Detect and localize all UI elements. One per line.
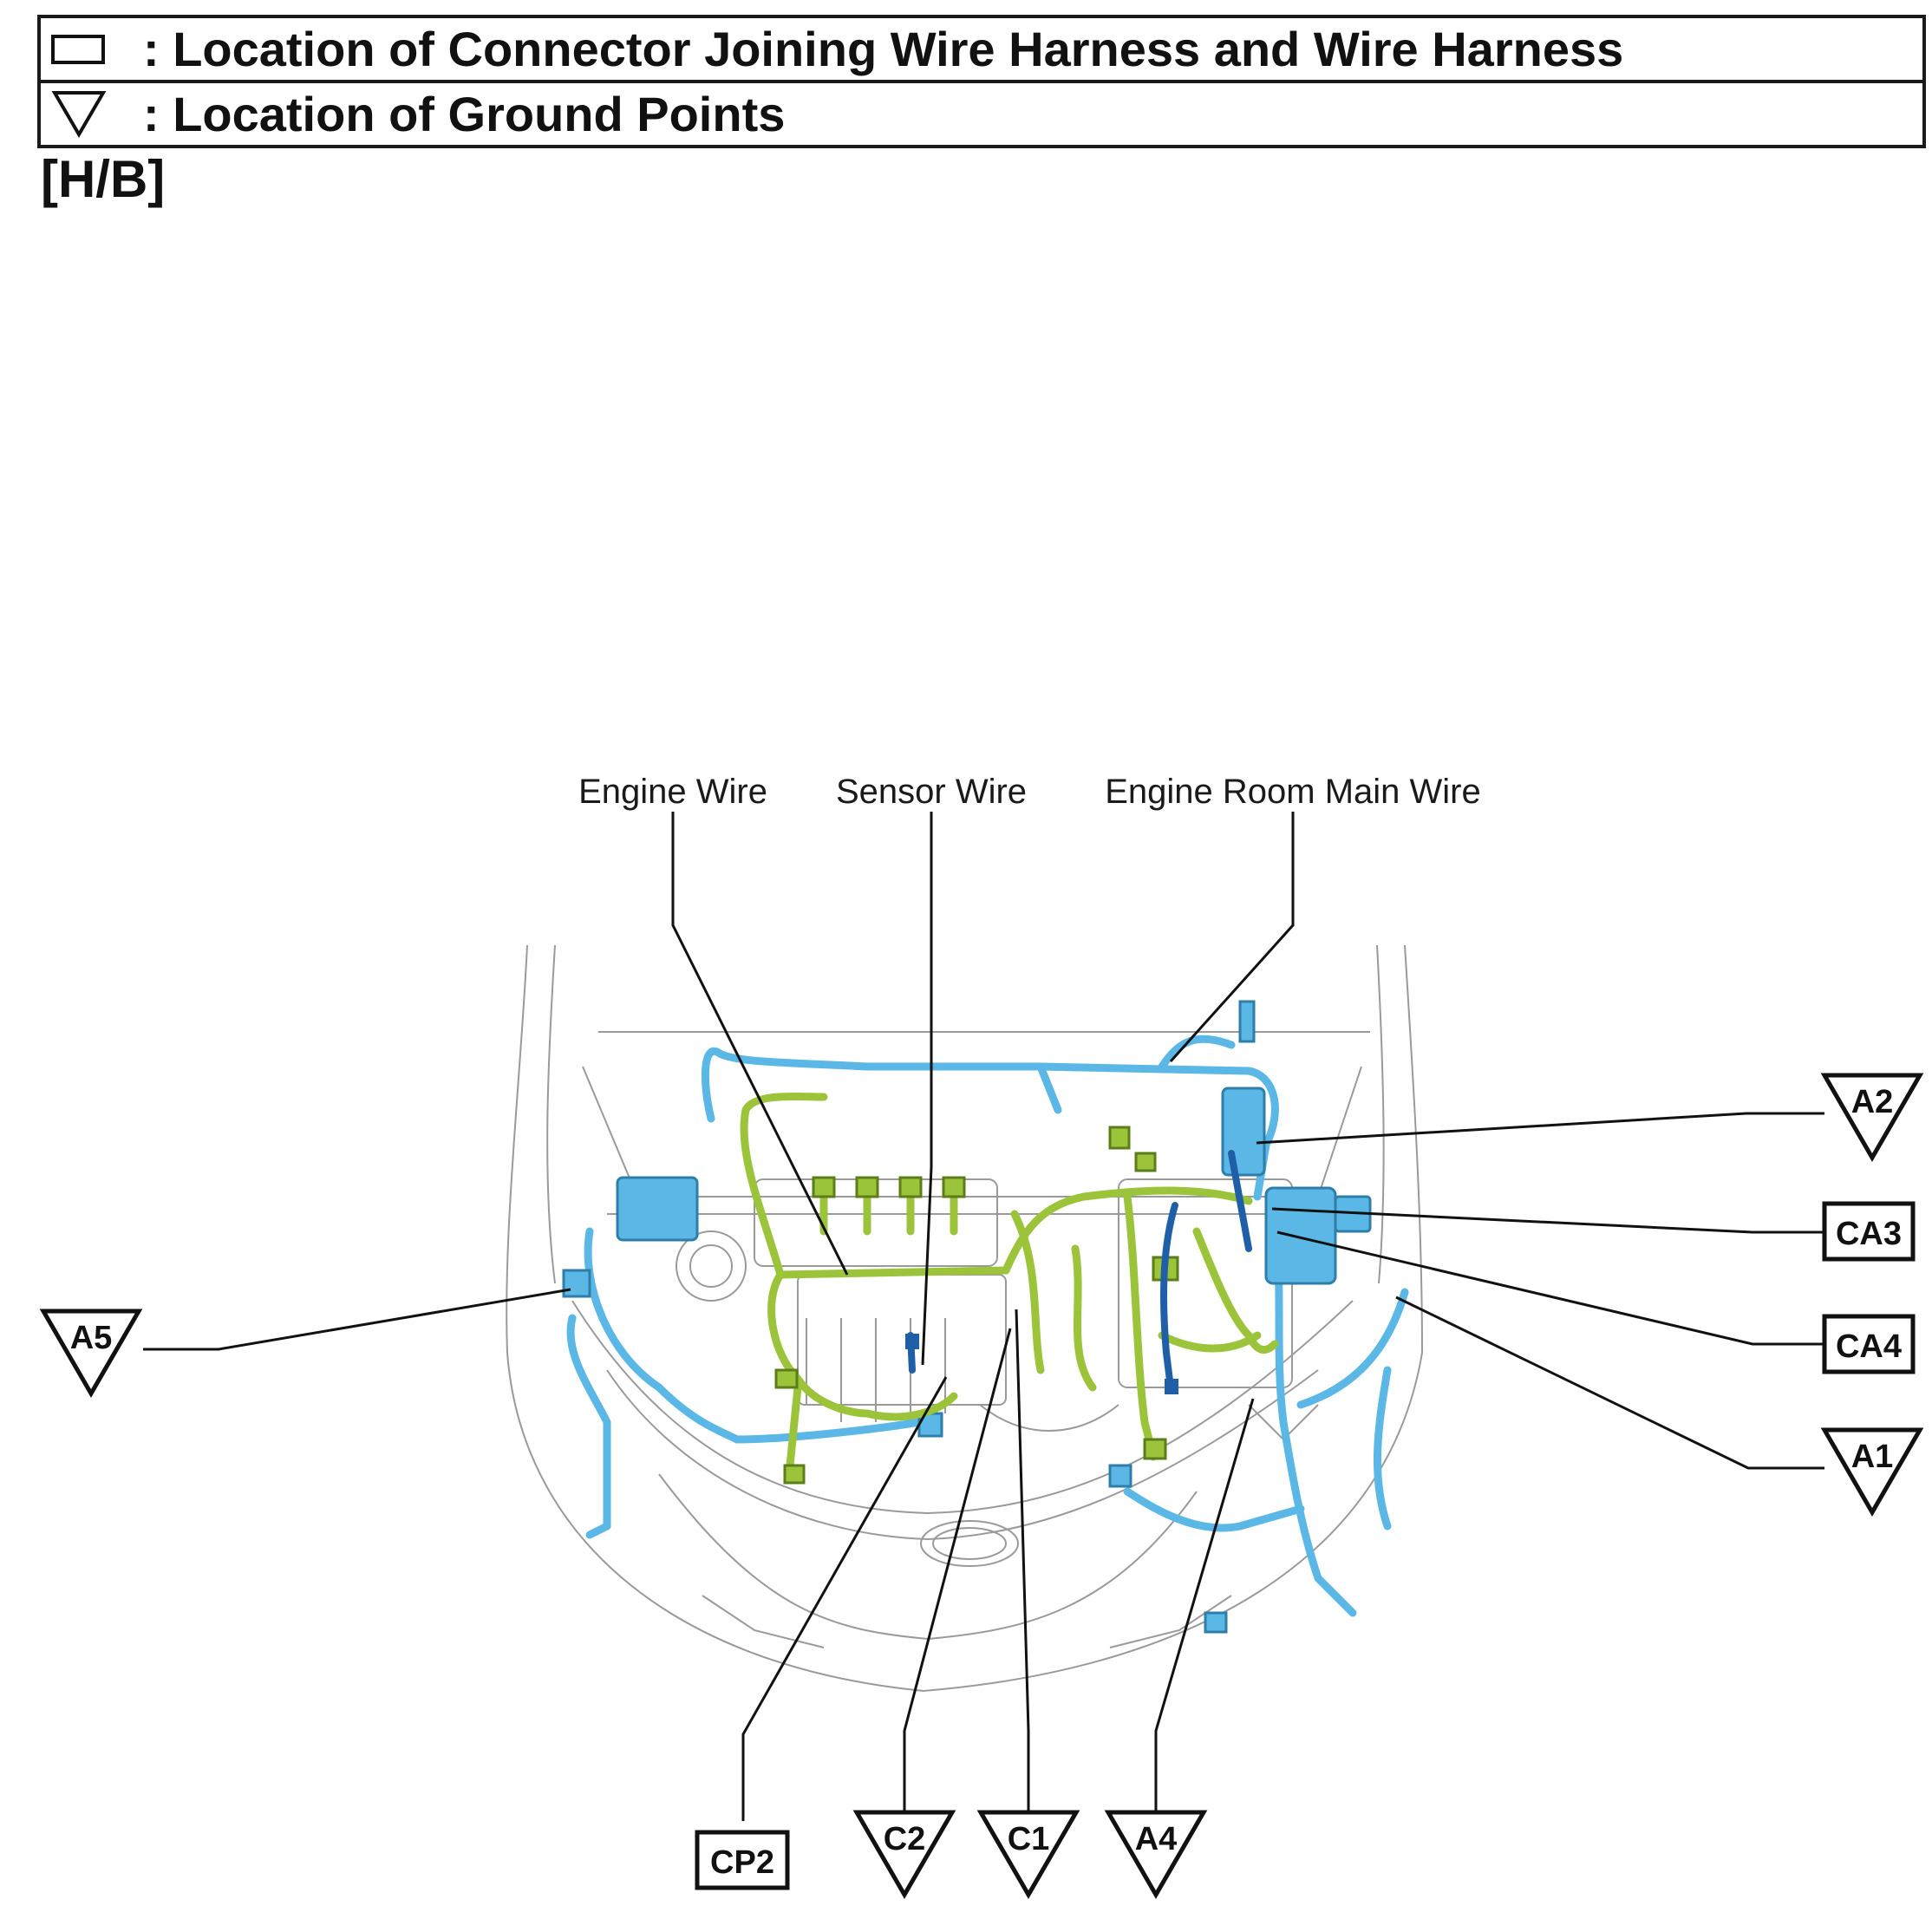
connector-cp2: CP2 <box>695 1830 790 1890</box>
engine-room-main-wire-harness <box>566 1035 1409 1617</box>
ground-label-a2: A2 <box>1851 1084 1894 1120</box>
leader-c2 <box>903 1328 1012 1812</box>
leader-a1 <box>1395 1296 1824 1470</box>
sensor-wire-label: Sensor Wire <box>836 773 1027 811</box>
ground-label-a1: A1 <box>1851 1439 1894 1475</box>
section-label: [H/B] <box>41 150 166 208</box>
leader-a2 <box>1256 1112 1824 1145</box>
connector-ca3: CA3 <box>1822 1201 1916 1262</box>
rectangle-icon <box>51 35 105 64</box>
legend-box: : Location of Connector Joining Wire Har… <box>37 15 1926 148</box>
leader-a5 <box>143 1288 571 1351</box>
leader-engine-wire <box>671 812 849 1276</box>
ground-point-a4: A4 <box>1104 1810 1208 1899</box>
ground-label-a4: A4 <box>1135 1821 1178 1857</box>
ground-label-c2: C2 <box>884 1821 926 1857</box>
leader-sensor-wire <box>921 812 933 1366</box>
leader-c1 <box>1015 1309 1030 1812</box>
leader-ca3 <box>1271 1207 1824 1234</box>
legend-connector-text: : Location of Connector Joining Wire Har… <box>143 22 1624 76</box>
leader-cp2 <box>741 1376 948 1821</box>
engine-wire-harness <box>740 1092 1279 1478</box>
legend-row-ground: : Location of Ground Points <box>41 80 1922 145</box>
ground-point-c2: C2 <box>852 1810 956 1899</box>
leader-lines <box>143 812 1824 1821</box>
connector-label-cp2: CP2 <box>710 1844 774 1881</box>
vehicle-outline <box>506 944 1424 1693</box>
ground-point-c1: C1 <box>976 1810 1080 1899</box>
leader-ca4 <box>1276 1230 1824 1346</box>
ground-label-a5: A5 <box>70 1320 113 1356</box>
engine-room-main-wire-label: Engine Room Main Wire <box>1105 773 1481 811</box>
sensor-wire-connectors <box>905 1334 1178 1394</box>
ground-point-a5: A5 <box>39 1309 143 1398</box>
connector-label-ca3: CA3 <box>1836 1216 1902 1252</box>
connector-label-ca4: CA4 <box>1836 1328 1902 1365</box>
leader-a4 <box>1154 1398 1255 1812</box>
connector-ca4: CA4 <box>1822 1314 1916 1374</box>
engine-wire-label: Engine Wire <box>578 773 767 811</box>
legend-row-connector: : Location of Connector Joining Wire Har… <box>41 18 1922 80</box>
triangle-down-icon <box>51 91 107 138</box>
leader-engine-room-main-wire <box>1169 812 1295 1063</box>
legend-ground-text: : Location of Ground Points <box>143 87 786 141</box>
ground-label-c1: C1 <box>1008 1821 1050 1857</box>
engine-room-main-wire-blocks <box>562 1000 1372 1634</box>
ground-point-a1: A1 <box>1820 1427 1924 1517</box>
ground-point-a2: A2 <box>1820 1073 1924 1162</box>
